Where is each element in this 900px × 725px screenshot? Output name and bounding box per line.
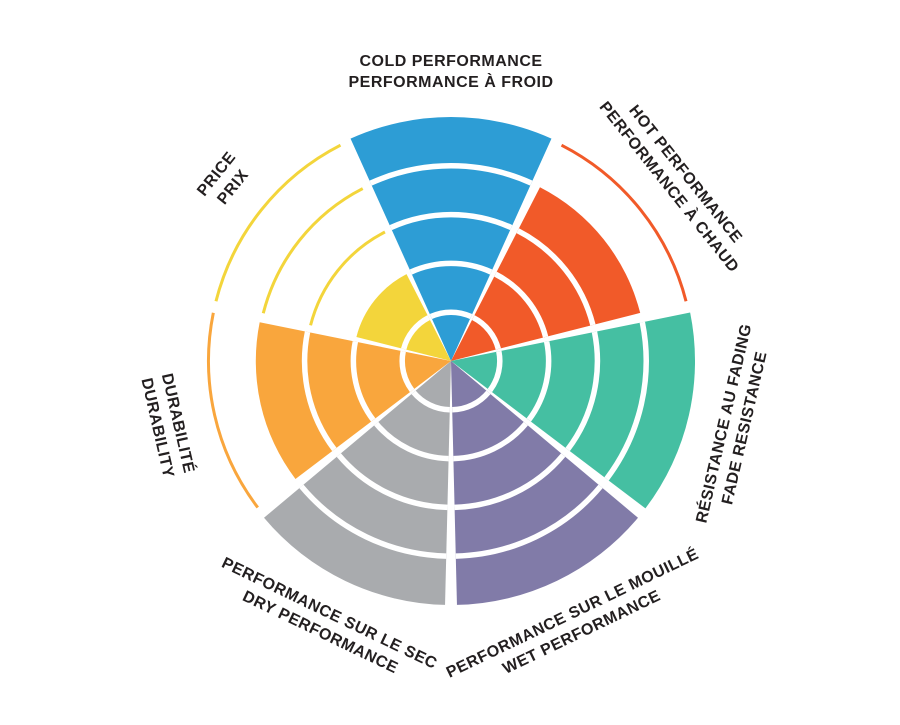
- ring-divider: [453, 421, 528, 462]
- ring-divider: [565, 331, 601, 452]
- sector-wet-fill: [451, 361, 638, 605]
- ring-divider: [389, 211, 513, 231]
- ring-divider: [487, 350, 503, 393]
- ring-divider: [374, 421, 449, 462]
- label-cold-line2: PERFORMANCE À FROID: [348, 72, 553, 91]
- ring-divider: [454, 453, 566, 511]
- label-cold-line1: COLD PERFORMANCE: [359, 53, 542, 70]
- ring-divider: [411, 390, 450, 413]
- ring-divider: [350, 341, 376, 422]
- empty-ring-arc: [261, 187, 364, 314]
- ring-divider: [409, 260, 493, 275]
- empty-ring-arc: [309, 230, 386, 326]
- ring-divider: [455, 484, 603, 559]
- ring-divider: [516, 228, 596, 326]
- sector-dry-fill: [264, 361, 451, 605]
- empty-ring-arc: [207, 312, 259, 509]
- sector-fade-fill: [451, 312, 696, 509]
- ring-divider: [301, 331, 337, 452]
- empty-ring-arc: [560, 143, 688, 302]
- sector-price-fill: [356, 274, 451, 361]
- ring-divider: [471, 315, 501, 350]
- ring-divider: [299, 484, 447, 559]
- ring-divider: [452, 390, 491, 413]
- ring-divider: [526, 341, 552, 422]
- ring-divider: [494, 271, 549, 338]
- ring-divider: [399, 350, 415, 393]
- label-hot-line1: HOT PERFORMANCE: [625, 102, 745, 246]
- label-cold: COLD PERFORMANCE PERFORMANCE À FROID: [348, 53, 553, 91]
- empty-ring-arc: [214, 143, 342, 302]
- ring-divider: [604, 321, 649, 481]
- ring-divider: [336, 453, 448, 511]
- ring-divider: [369, 163, 533, 186]
- sector-cold: COLD PERFORMANCE PERFORMANCE À FROID: [348, 53, 553, 361]
- sector-cold-fill: [350, 116, 552, 361]
- ring-divider: [401, 315, 431, 350]
- ring-divider: [429, 309, 473, 320]
